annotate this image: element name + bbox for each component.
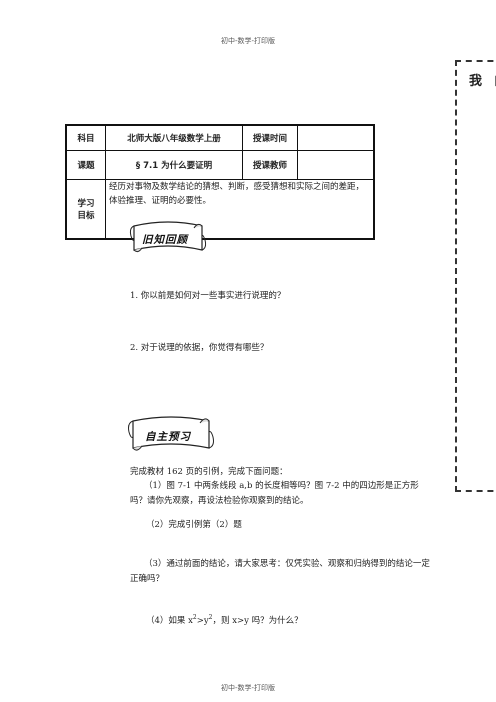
lesson-info-table: 科目 北师大版八年级数学上册 授课时间 课题 § 7.1 为什么要证明 授课教师… <box>65 124 375 240</box>
scroll-banner-icon <box>128 416 214 451</box>
goal-label-line2: 目标 <box>77 210 95 221</box>
time-value <box>297 124 375 151</box>
preview-banner-title: 自主预习 <box>145 431 191 443</box>
preview-item-3: （3）通过前面的结论，请大家思考：仅凭实验、观察和归纳得到的结论一定正确吗？ <box>130 559 430 584</box>
review-banner: 旧知回顾 <box>128 218 208 260</box>
teacher-value <box>297 149 375 180</box>
review-banner-title: 旧知回顾 <box>142 234 188 246</box>
item4-text-b: >y <box>196 616 209 626</box>
page-footer: 初中-数学-打印版 <box>220 684 276 692</box>
page-header: 初中-数学-打印版 <box>220 37 276 45</box>
preview-item-1: （1）图 7-1 中两条线段 a,b 的长度相等吗？图 7-2 中的四边形是正方… <box>130 481 419 506</box>
sidebar-title: 我 的 <box>469 74 496 89</box>
subject-label: 科目 <box>65 124 106 151</box>
review-question-1: 1. 你以前是如何对一些事实进行说理的？ <box>130 291 286 301</box>
teacher-label: 授课教师 <box>242 149 298 180</box>
item4-sup-a: 2 <box>192 614 197 622</box>
preview-banner: 自主预习 <box>126 412 216 458</box>
item4-sup-b: 2 <box>208 614 213 622</box>
goal-label: 学习 目标 <box>65 178 106 240</box>
item4-text-c: ，则 x>y 吗？为什么？ <box>212 616 303 626</box>
subject-value: 北师大版八年级数学上册 <box>105 124 243 151</box>
preview-item-2: （2）完成引例第（2）题 <box>146 520 242 530</box>
goal-label-line1: 学习 <box>77 198 95 209</box>
topic-value: § 7.1 为什么要证明 <box>105 149 243 180</box>
review-question-2: 2. 对于说理的依据，你觉得有哪些？ <box>130 343 269 353</box>
item4-text-a: （4）如果 x <box>146 616 193 626</box>
time-label: 授课时间 <box>242 124 298 151</box>
preview-intro: 完成教材 162 页的引例，完成下面问题： <box>130 467 288 477</box>
notes-sidebar: 我 的 <box>455 60 496 492</box>
scroll-banner-icon <box>129 221 207 253</box>
topic-label: 课题 <box>65 149 106 180</box>
preview-item-4: （4）如果 x2>y2，则 x>y 吗？为什么？ <box>146 614 303 626</box>
